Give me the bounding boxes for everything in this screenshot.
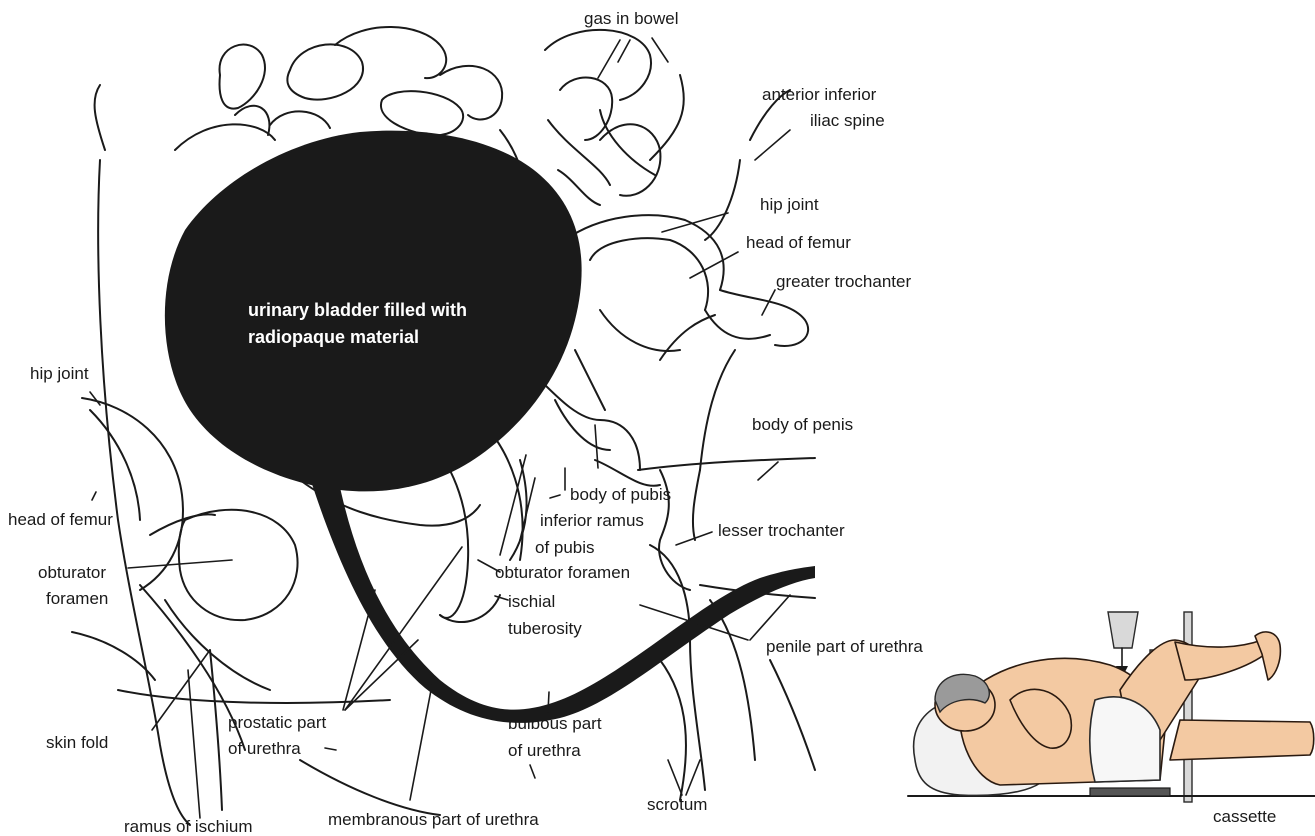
bladder-label-line2: radiopaque material xyxy=(248,327,419,347)
label-ramus-of-ischium: ramus of ischium xyxy=(124,817,252,836)
label-body-of-penis: body of penis xyxy=(752,415,853,434)
label-obturator-foramen-left-2: foramen xyxy=(46,589,108,608)
label-obturator-foramen-left-1: obturator xyxy=(38,563,106,582)
label-skin-fold: skin fold xyxy=(46,733,108,752)
label-gas-in-bowel: gas in bowel xyxy=(584,9,679,28)
label-obturator-foramen-mid: obturator foramen xyxy=(495,563,630,582)
bladder-label-line1: urinary bladder filled with xyxy=(248,300,467,320)
label-penile-part-of-urethra: penile part of urethra xyxy=(766,637,923,656)
label-head-of-femur-left: head of femur xyxy=(8,510,113,529)
label-ischial-tuberosity-1: ischial xyxy=(508,592,555,611)
label-prostatic-part-1: prostatic part xyxy=(228,713,327,732)
label-inferior-ramus-2: of pubis xyxy=(535,538,595,557)
label-hip-joint-left: hip joint xyxy=(30,364,89,383)
label-bulbous-part-1: bulbous part xyxy=(508,714,602,733)
patient-position-inset: cassette xyxy=(908,612,1315,826)
label-anterior-inferior-iliac-spine-2: iliac spine xyxy=(810,111,885,130)
xray-tube xyxy=(1108,612,1138,648)
label-inferior-ramus-1: inferior ramus xyxy=(540,511,644,530)
label-head-of-femur-right: head of femur xyxy=(746,233,851,252)
leg-support-stand xyxy=(1184,612,1192,802)
label-prostatic-part-2: of urethra xyxy=(228,739,301,758)
label-hip-joint-right: hip joint xyxy=(760,195,819,214)
label-bulbous-part-2: of urethra xyxy=(508,741,581,760)
label-ischial-tuberosity-2: tuberosity xyxy=(508,619,582,638)
label-anterior-inferior-iliac-spine-1: anterior inferior xyxy=(762,85,877,104)
label-greater-trochanter: greater trochanter xyxy=(776,272,911,291)
cassette-plate xyxy=(1090,788,1170,796)
label-membranous-part: membranous part of urethra xyxy=(328,810,539,829)
label-cassette: cassette xyxy=(1213,807,1276,826)
label-lesser-trochanter: lesser trochanter xyxy=(718,521,845,540)
label-scrotum: scrotum xyxy=(647,795,707,814)
bladder-contrast: urinary bladder filled with radiopaque m… xyxy=(165,131,815,723)
label-body-of-pubis: body of pubis xyxy=(570,485,671,504)
